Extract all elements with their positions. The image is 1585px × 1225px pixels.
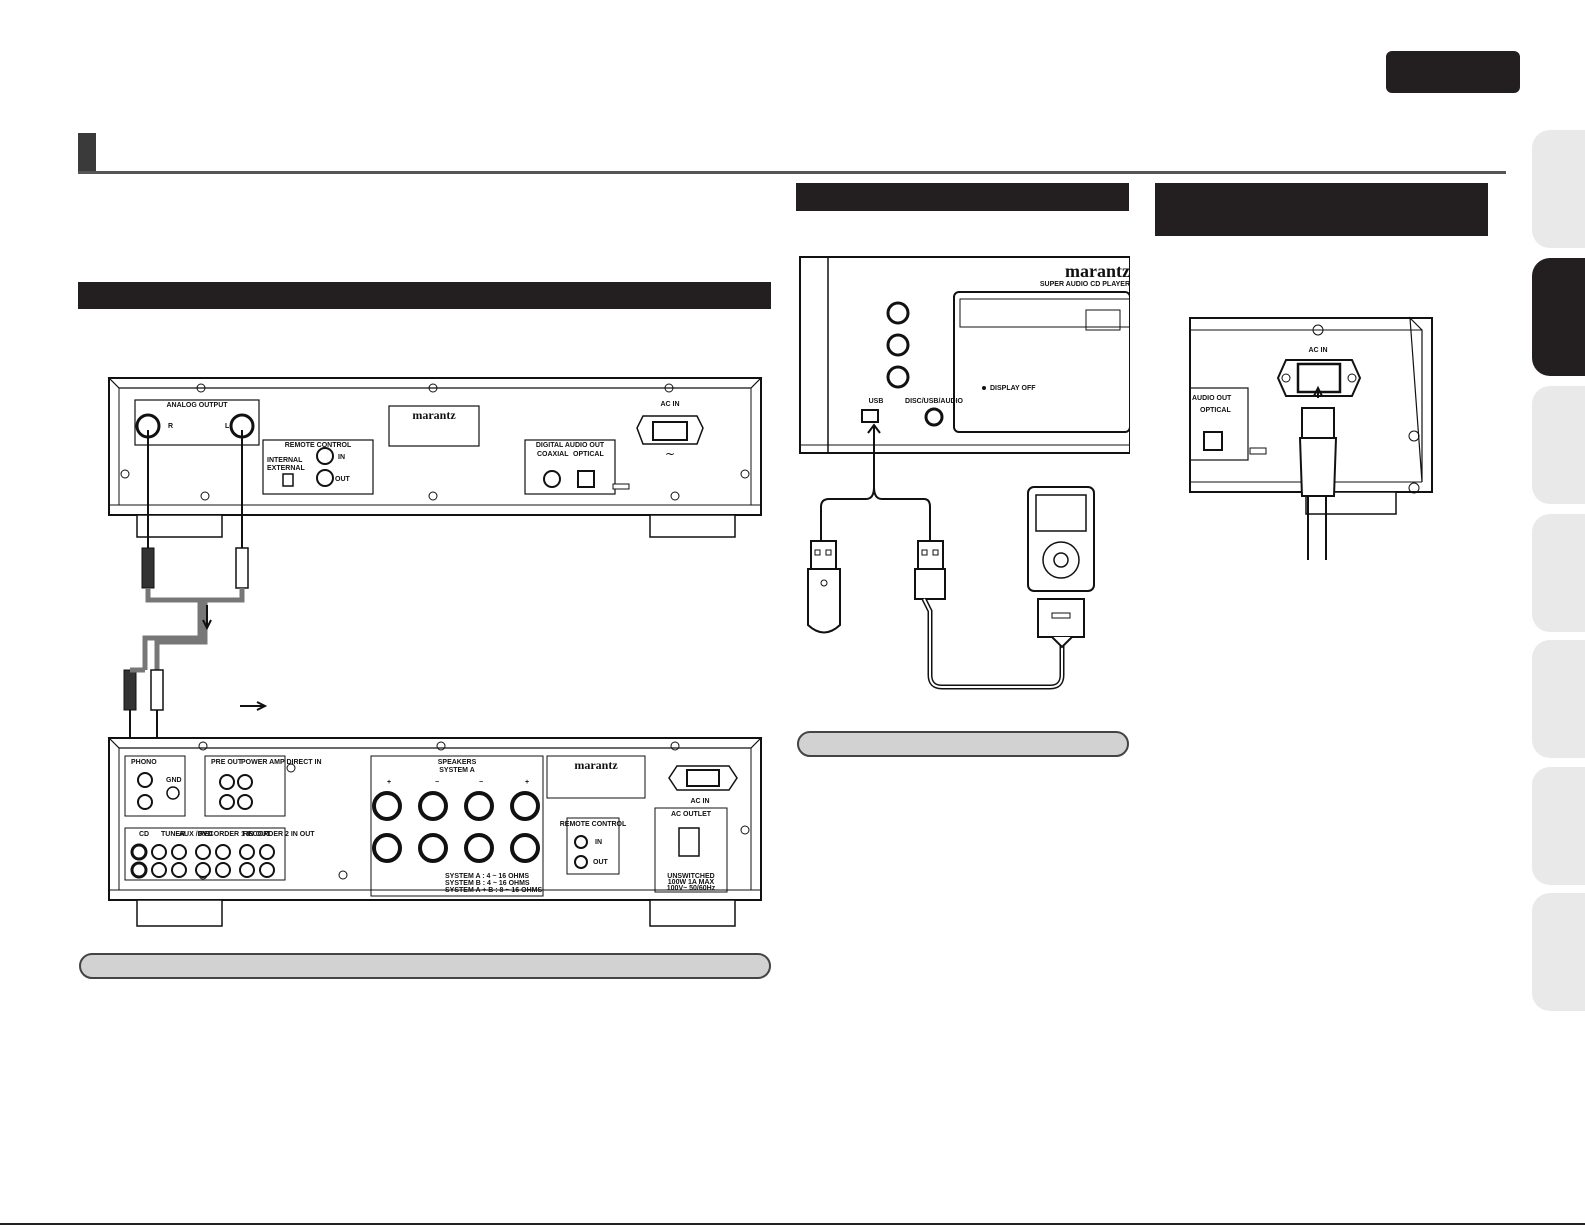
- power-amp-direct-in-label: POWER AMP DIRECT IN: [241, 759, 322, 766]
- side-tab-4[interactable]: [1532, 514, 1585, 632]
- front-brand: marantz: [1065, 261, 1130, 281]
- amp-brand: marantz: [574, 758, 618, 772]
- player-front-panel: marantz SUPER AUDIO CD PLAYER DISPLAY OF…: [799, 256, 1130, 454]
- impedance-3: SYSTEM A + B : 8 ~ 16 OHMS: [445, 887, 542, 894]
- amp-remote-in: IN: [595, 839, 602, 846]
- section-header-usb: [796, 183, 1129, 211]
- display-off-label: DISPLAY OFF: [990, 385, 1036, 392]
- title-bar: [78, 133, 1506, 174]
- front-model-text: SUPER AUDIO CD PLAYER: [1040, 281, 1130, 288]
- remote-control-label: REMOTE CONTROL: [285, 442, 352, 449]
- recorder1-label: RECORDER 1 IN OUT: [199, 831, 271, 838]
- impedance-1: SYSTEM A : 4 ~ 16 OHMS: [445, 873, 529, 880]
- recorder2-label: RECORDER 2 IN OUT: [243, 831, 315, 838]
- spk-minus-1: −: [435, 779, 439, 786]
- power-rear-panel-detail: AC IN AUDIO OUT OPTICAL: [1189, 316, 1433, 515]
- coaxial-label: COAXIAL: [537, 451, 569, 458]
- note-pill-analog: [79, 953, 771, 979]
- section-header-power: [1155, 183, 1488, 236]
- cd-label: CD: [139, 831, 149, 838]
- side-tab-5[interactable]: [1532, 640, 1585, 758]
- usb-cable: [914, 540, 1065, 690]
- amp-remote-out: OUT: [593, 859, 609, 866]
- player-rear-panel: ANALOG OUTPUT R L REMOTE CONTROL INTERNA…: [107, 377, 763, 538]
- tuner-label: TUNER: [161, 831, 185, 838]
- impedance-2: SYSTEM B : 4 ~ 16 OHMS: [445, 880, 530, 887]
- usb-port-label: USB: [869, 398, 884, 405]
- power-cord-plug: [1298, 385, 1338, 560]
- ch-r-label: R: [168, 423, 173, 430]
- remote-in-label: IN: [338, 454, 345, 461]
- unswitched-label: UNSWITCHED: [667, 873, 714, 880]
- rating-1: 100W 1A MAX: [668, 879, 715, 886]
- side-tab-3[interactable]: [1532, 386, 1585, 504]
- amplifier-rear-panel: PHONO GND PRE OUT POWER AMP DIRECT IN CD…: [107, 737, 763, 927]
- external-label: EXTERNAL: [267, 465, 305, 472]
- power-ac-in-label: AC IN: [1308, 347, 1327, 354]
- spk-plus-1: +: [387, 779, 391, 786]
- usb-branch-cables: [820, 423, 931, 541]
- analog-connection-diagram: ANALOG OUTPUT R L REMOTE CONTROL INTERNA…: [107, 377, 763, 927]
- player-ac-in-label: AC IN: [660, 401, 679, 408]
- aux-dvd-label: AUX /DVD: [179, 831, 212, 838]
- gnd-label: GND: [166, 777, 182, 784]
- side-tab-2[interactable]: [1532, 258, 1585, 376]
- system-a-label: SYSTEM A: [439, 767, 475, 774]
- power-audio-out-label: AUDIO OUT: [1192, 395, 1232, 402]
- svg-text:~: ~: [665, 447, 675, 461]
- side-tab-1[interactable]: [1532, 130, 1585, 248]
- internal-label: INTERNAL: [267, 457, 303, 464]
- remote-out-label: OUT: [335, 476, 351, 483]
- analog-output-label: ANALOG OUTPUT: [166, 402, 228, 409]
- rating-2: 100V~ 50/60Hz: [667, 885, 716, 892]
- usb-connection-diagram: marantz SUPER AUDIO CD PLAYER DISPLAY OF…: [799, 256, 1130, 690]
- title-rule: [78, 171, 1506, 174]
- title-marker: [78, 133, 96, 171]
- amp-remote-label: REMOTE CONTROL: [560, 821, 627, 828]
- power-connection-diagram: AC IN AUDIO OUT OPTICAL: [1189, 316, 1433, 560]
- player-brand: marantz: [412, 408, 456, 422]
- side-tab-6[interactable]: [1532, 767, 1585, 885]
- digital-audio-out-label: DIGITAL AUDIO OUT: [536, 442, 605, 449]
- ipod-device: [1027, 486, 1095, 649]
- note-pill-usb: [797, 731, 1129, 757]
- usb-flash-drive: [807, 540, 841, 634]
- power-optical-label: OPTICAL: [1200, 407, 1231, 414]
- ac-outlet-label: AC OUTLET: [671, 811, 712, 818]
- disc-usb-label: DISC/USB/AUDIO: [905, 398, 964, 405]
- ch-l-label: L: [225, 423, 230, 430]
- spk-minus-2: −: [479, 779, 483, 786]
- phono-label: PHONO: [131, 759, 157, 766]
- spk-plus-2: +: [525, 779, 529, 786]
- amp-ac-in-label: AC IN: [690, 798, 709, 805]
- section-header-analog: [78, 282, 771, 309]
- speakers-label: SPEAKERS: [438, 759, 477, 766]
- bottom-rule: [0, 1223, 1585, 1225]
- side-tab-7[interactable]: [1532, 893, 1585, 1011]
- pre-out-label: PRE OUT: [211, 759, 243, 766]
- page-tab: [1386, 51, 1520, 93]
- optical-label: OPTICAL: [573, 451, 604, 458]
